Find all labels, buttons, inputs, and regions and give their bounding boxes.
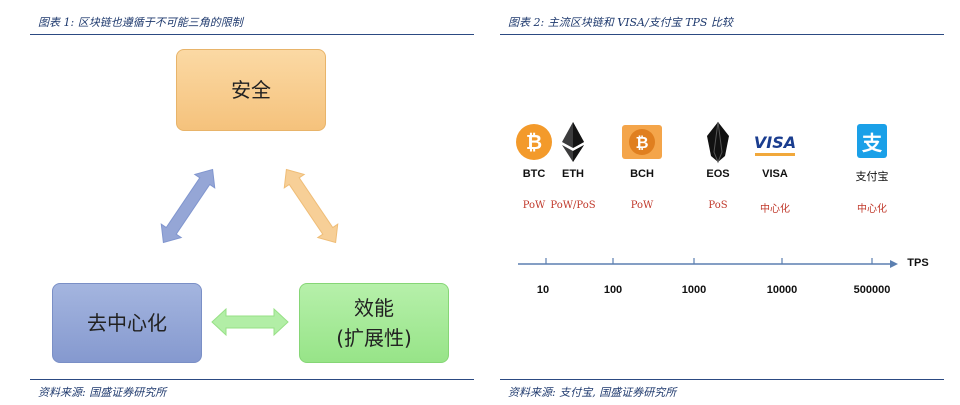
triangle-arrows [160,168,339,337]
arrow-decentralization-security [160,168,216,244]
efficiency-label: 效能 [354,296,394,320]
tps-axis [518,258,898,268]
efficiency-box: 效能 (扩展性) [299,283,449,363]
source-rule-right [500,379,944,380]
ethereum-icon [562,122,584,162]
arrow-security-efficiency [283,168,339,244]
figure-2-source: 资料来源: 支付宝, 国盛证券研究所 [508,386,677,399]
system-icons: ₿ ₿ VISA 支 [516,121,887,164]
security-label: 安全 [231,78,271,102]
efficiency-sublabel: (扩展性) [336,326,412,350]
system-name-visa: VISA [762,168,788,180]
decentralization-label: 去中心化 [87,311,167,335]
system-name-btc: BTC [522,168,546,180]
figure-1-source: 资料来源: 国盛证券研究所 [38,386,167,399]
svg-text:₿: ₿ [526,130,542,154]
svg-text:₿: ₿ [635,133,648,152]
security-box: 安全 [176,49,326,131]
system-name-bch: BCH [630,168,654,180]
consensus-visa: 中心化 [760,204,790,215]
tick-label-1000: 1000 [681,284,707,296]
caption-rule-right [500,34,944,35]
tick-label-10: 10 [536,284,550,296]
eos-icon [707,121,729,164]
tick-label-100: 100 [603,284,623,296]
visa-logo-text: VISA [754,133,796,152]
system-name-eos: EOS [706,168,730,180]
figure-1-caption: 图表 1: 区块链也遵循于不可能三角的限制 [38,16,243,29]
system-name-alipay: 支付宝 [855,171,889,183]
alipay-icon: 支 [857,124,887,158]
arrow-decentralization-efficiency [211,307,289,337]
tick-label-10000: 10000 [766,284,798,296]
consensus-bch: PoW [630,200,654,211]
bitcoin-cash-icon: ₿ [622,125,662,159]
tick-label-500000: 500000 [853,284,891,296]
system-name-eth: ETH [562,168,584,180]
consensus-eth: PoW/PoS [550,200,596,211]
source-rule-left [30,379,474,380]
consensus-btc: PoW [522,200,546,211]
alipay-logo-text: 支 [862,131,883,155]
consensus-eos: PoS [708,200,728,211]
axis-label-tps: TPS [907,257,929,269]
figure-2-caption: 图表 2: 主流区块链和 VISA/支付宝 TPS 比较 [508,16,733,29]
consensus-alipay: 中心化 [857,204,887,215]
visa-logo: VISA [752,122,798,162]
decentralization-box: 去中心化 [52,283,202,363]
caption-rule-left [30,34,474,35]
bitcoin-icon: ₿ [516,124,552,160]
